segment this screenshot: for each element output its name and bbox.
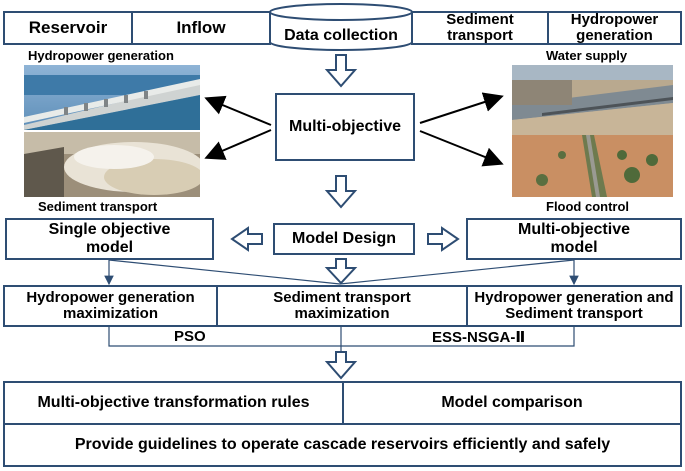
hydropower-generation-data-box: Hydropower generation bbox=[547, 11, 682, 45]
down-arrow-to-results bbox=[324, 351, 358, 380]
single-objective-model-box: Single objective model bbox=[5, 218, 214, 260]
sediment-flush-photo bbox=[24, 132, 200, 197]
transformation-rules-box: Multi-objective transformation rules bbox=[3, 381, 344, 425]
hydropower-generation-data-label: Hydropower generation bbox=[570, 10, 659, 44]
inflow-box: Inflow bbox=[131, 11, 271, 45]
model-design-label: Model Design bbox=[291, 230, 396, 248]
hydropower-and-sediment-box: Hydropower generation and Sediment trans… bbox=[466, 285, 682, 327]
pso-label: PSO bbox=[174, 328, 206, 345]
water-supply-photo-caption: Water supply bbox=[546, 48, 628, 63]
sediment-maximization-label: Sediment transport maximization bbox=[273, 288, 411, 322]
guidelines-box: Provide guidelines to operate cascade re… bbox=[3, 423, 682, 467]
reservoir-label: Reservoir bbox=[28, 17, 108, 37]
right-arrow-to-multi-model bbox=[427, 226, 460, 252]
multi-to-sediment-line bbox=[339, 259, 575, 285]
single-objective-model-label: Single objective model bbox=[48, 221, 171, 256]
down-arrow-to-model-design bbox=[324, 175, 358, 209]
multi-objective-model-box: Multi-objective model bbox=[466, 218, 682, 260]
inflow-label: Inflow bbox=[176, 17, 226, 37]
flood-control-photo-caption: Flood control bbox=[546, 199, 630, 214]
hydropower-maximization-box: Hydropower generation maximization bbox=[3, 285, 218, 327]
transformation-rules-label: Multi-objective transformation rules bbox=[37, 394, 310, 412]
arrow-to-flood-control-photo bbox=[419, 130, 504, 167]
reservoir-box: Reservoir bbox=[3, 11, 133, 45]
flood-control-photo bbox=[512, 135, 673, 197]
model-comparison-box: Model comparison bbox=[342, 381, 682, 425]
water-supply-photo bbox=[512, 65, 673, 135]
hydropower-dam-photo bbox=[24, 65, 200, 130]
data-collection-label: Data collection bbox=[284, 27, 398, 44]
multi-objective-model-label: Multi-objective model bbox=[517, 221, 630, 256]
left-arrow-to-single-model bbox=[230, 226, 263, 252]
model-design-box: Model Design bbox=[273, 223, 415, 255]
hydropower-photo-caption: Hydropower generation bbox=[28, 48, 174, 63]
sediment-transport-data-box: Sediment transport bbox=[411, 11, 549, 45]
multi-objective-box: Multi-objective bbox=[275, 93, 415, 161]
guidelines-label: Provide guidelines to operate cascade re… bbox=[74, 436, 611, 454]
sediment-maximization-box: Sediment transport maximization bbox=[216, 285, 468, 327]
sediment-transport-data-label: Sediment transport bbox=[446, 10, 514, 44]
single-to-sediment-line bbox=[108, 259, 341, 285]
arrow-to-hydropower-photo bbox=[204, 95, 272, 126]
down-arrow-to-objectives bbox=[324, 258, 358, 285]
hydropower-maximization-label: Hydropower generation maximization bbox=[26, 288, 195, 322]
arrow-to-water-supply-photo bbox=[419, 92, 504, 124]
arrow-to-sediment-photo bbox=[204, 129, 272, 160]
sediment-photo-caption: Sediment transport bbox=[38, 199, 158, 214]
multi-objective-label: Multi-objective bbox=[288, 118, 401, 136]
ess-nsga-label: ESS-NSGA-Ⅱ bbox=[432, 329, 526, 346]
hydropower-and-sediment-label: Hydropower generation and Sediment trans… bbox=[474, 288, 674, 322]
down-arrow-to-multi-objective bbox=[324, 54, 358, 88]
model-comparison-label: Model comparison bbox=[441, 394, 583, 412]
